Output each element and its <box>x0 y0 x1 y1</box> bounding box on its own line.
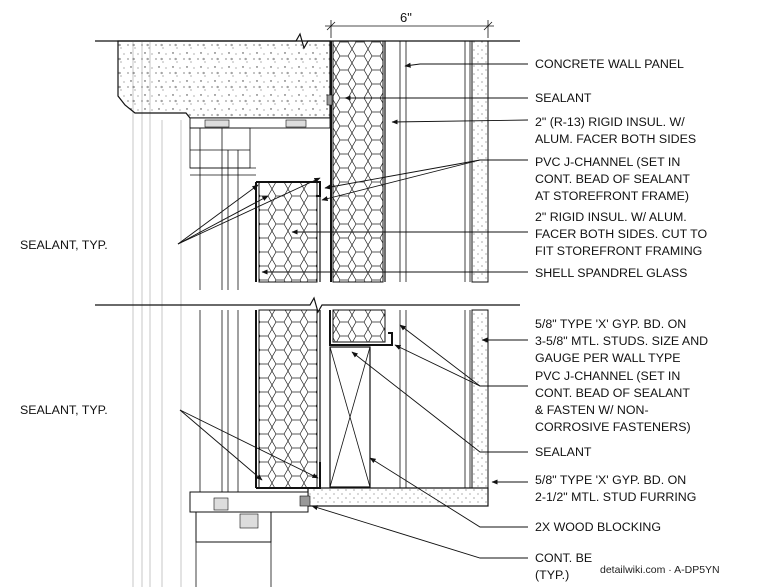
callouts-right: CONCRETE WALL PANEL SEALANT 2" (R-13) RI… <box>535 57 712 582</box>
callout-line: 2" (R-13) RIGID INSUL. W/ <box>535 115 685 129</box>
callout-left-sealant-lower: SEALANT, TYP. <box>20 403 108 417</box>
storefront-sill-frame <box>189 310 311 587</box>
callout-line: (TYP.) <box>535 568 569 582</box>
callout-line: CONCRETE WALL PANEL <box>535 57 684 71</box>
storefront-insulation-lower <box>255 309 321 489</box>
lower-rigid-insulation <box>329 309 393 346</box>
callout-line: FACER BOTH SIDES. CUT TO <box>535 227 707 241</box>
callout-line: CORROSIVE FASTENERS) <box>535 420 691 434</box>
callout-line: AT STOREFRONT FRAME) <box>535 189 689 203</box>
callout-sealant: SEALANT <box>535 91 592 105</box>
callout-line: 2-1/2" MTL. STUD FURRING <box>535 490 696 504</box>
callout-line: SEALANT, TYP. <box>20 403 108 417</box>
wood-blocking <box>329 346 371 488</box>
storefront-background-lines <box>132 42 182 587</box>
callout-wood-blocking: 2X WOOD BLOCKING <box>535 520 661 534</box>
callout-line: 5/8" TYPE 'X' GYP. BD. ON <box>535 317 686 331</box>
callout-gyp-bd-mtl-studs: 5/8" TYPE 'X' GYP. BD. ON 3-5/8" MTL. ST… <box>535 317 712 365</box>
sealant-mark-top <box>326 94 333 106</box>
dimension-line <box>325 20 494 38</box>
break-line-middle <box>95 296 520 314</box>
upper-stud-wall <box>399 40 489 283</box>
callout-cont-bead: CONT. BE (TYP.) <box>535 551 596 582</box>
watermark: detailwiki.com · A-DP5YN <box>600 564 720 576</box>
callout-sealant-lower: SEALANT <box>535 445 592 459</box>
callout-line: SHELL SPANDREL GLASS <box>535 266 687 280</box>
dimension-label: 6" <box>400 10 412 25</box>
callout-spandrel-glass: SHELL SPANDREL GLASS <box>535 266 687 280</box>
callout-line: CONT. BE <box>535 551 592 565</box>
callout-line: SEALANT <box>535 91 592 105</box>
callout-rigid-insulation-storefront: 2" RIGID INSUL. W/ ALUM. FACER BOTH SIDE… <box>535 210 711 258</box>
callout-line: PVC J-CHANNEL (SET IN <box>535 369 680 383</box>
callout-line: SEALANT, TYP. <box>20 238 108 252</box>
callout-concrete-wall-panel: CONCRETE WALL PANEL <box>535 57 684 71</box>
callout-line: 2X WOOD BLOCKING <box>535 520 661 534</box>
concrete-wall-panel <box>117 40 331 119</box>
callout-rigid-insulation-r13: 2" (R-13) RIGID INSUL. W/ ALUM. FACER BO… <box>535 115 696 146</box>
callout-line: GAUGE PER WALL TYPE <box>535 351 681 365</box>
watermark-backdrop <box>596 560 756 578</box>
callout-line: 2" RIGID INSUL. W/ ALUM. <box>535 210 687 224</box>
callout-line: CONT. BEAD OF SEALANT <box>535 172 690 186</box>
callout-gyp-bd-stud-furring: 5/8" TYPE 'X' GYP. BD. ON 2-1/2" MTL. ST… <box>535 473 696 504</box>
callout-line: ALUM. FACER BOTH SIDES <box>535 132 696 146</box>
leader-lines <box>177 62 529 559</box>
callout-pvc-j-channel-storefront: PVC J-CHANNEL (SET IN CONT. BEAD OF SEAL… <box>535 155 693 203</box>
upper-rigid-insulation <box>330 40 386 283</box>
callout-line: & FASTEN W/ NON- <box>535 403 649 417</box>
callouts-left: SEALANT, TYP. SEALANT, TYP. <box>20 238 108 417</box>
callout-line: 3-5/8" MTL. STUDS. SIZE AND <box>535 334 708 348</box>
callout-left-sealant-upper: SEALANT, TYP. <box>20 238 108 252</box>
lower-stud-wall <box>307 309 489 507</box>
callout-line: CONT. BEAD OF SEALANT <box>535 386 690 400</box>
callout-line: 5/8" TYPE 'X' GYP. BD. ON <box>535 473 686 487</box>
callout-pvc-j-channel-fasteners: PVC J-CHANNEL (SET IN CONT. BEAD OF SEAL… <box>535 369 693 434</box>
callout-line: SEALANT <box>535 445 592 459</box>
callout-line: PVC J-CHANNEL (SET IN <box>535 155 680 169</box>
callout-line: FIT STOREFRONT FRAMING <box>535 244 702 258</box>
